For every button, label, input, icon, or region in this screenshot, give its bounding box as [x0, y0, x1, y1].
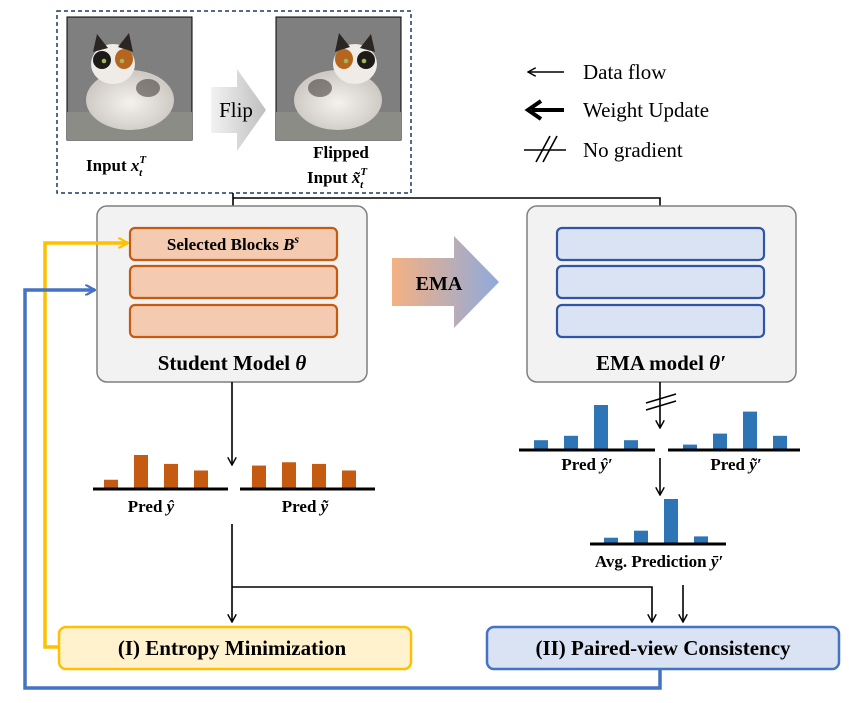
avg-prediction-bar-3	[664, 499, 678, 543]
input-group-box	[56, 10, 412, 194]
student-pred-hat-chart	[104, 455, 208, 488]
avg-prediction-bar-1	[604, 537, 618, 543]
ema-pred-hat-label: Pred ŷ′	[561, 455, 612, 474]
student-block-2	[128, 264, 339, 300]
student-pred-tilde-bar-3	[312, 463, 326, 488]
ema-pred-tilde-bar-3	[743, 411, 757, 449]
legend-no-gradient-label: No gradient	[583, 138, 683, 162]
no-gradient-mark-1	[645, 393, 677, 404]
ema-flow-arrows	[645, 382, 683, 622]
student-block-3	[128, 303, 339, 339]
student-pred-hat-bar-1	[104, 479, 118, 488]
ema-pred-tilde-bar-4	[773, 435, 787, 449]
legend-data-flow-label: Data flow	[583, 60, 667, 84]
student-pred-hat-bar-2	[134, 455, 148, 488]
no-gradient-mark-2	[645, 400, 677, 411]
student-selected-block-label: Selected Blocks Bs	[167, 232, 300, 254]
entropy-update-arrow	[43, 243, 128, 649]
avg-prediction-label: Avg. Prediction ȳ′	[595, 552, 723, 571]
student-pred-tilde-bar-4	[342, 470, 356, 488]
input-image	[66, 16, 193, 141]
legend: Data flow Weight Update No gradient	[524, 60, 709, 163]
student-pred-hat-bar-4	[194, 470, 208, 488]
ema-model-label: EMA model θ′	[596, 351, 726, 375]
student-pred-hat-bar-3	[164, 463, 178, 488]
student-pred-tilde-bar-2	[282, 462, 296, 488]
legend-no-gradient-icon	[524, 135, 566, 163]
ema-arrow	[392, 236, 499, 328]
consistency-update-arrow	[23, 290, 662, 690]
legend-weight-update-label: Weight Update	[583, 98, 709, 122]
student-selected-block	[128, 226, 339, 262]
student-pred-tilde-chart	[252, 462, 356, 488]
ema-pred-tilde-chart	[683, 411, 787, 449]
paired-view-consistency-label: (II) Paired-view Consistency	[535, 636, 791, 660]
student-pred-tilde-bar-1	[252, 465, 266, 488]
avg-prediction-bar-2	[634, 530, 648, 543]
flipped-label-line1: Flipped	[313, 143, 369, 162]
entropy-minimization-label: (I) Entropy Minimization	[118, 636, 347, 660]
ema-pred-tilde-label: Pred ỹ′	[710, 455, 761, 474]
ema-block-3	[555, 303, 766, 339]
avg-prediction-chart	[604, 499, 708, 543]
ema-block-1	[555, 226, 766, 262]
ema-pred-hat-chart	[534, 405, 638, 449]
paired-view-consistency-box	[485, 625, 841, 671]
ema-pred-hat-bar-2	[564, 435, 578, 449]
student-pred-tilde-label: Pred ỹ	[282, 497, 329, 516]
flipped-image	[275, 16, 402, 141]
ema-pred-hat-bar-1	[534, 440, 548, 449]
flip-arrow	[211, 69, 266, 151]
ema-pred-tilde-bar-1	[683, 444, 697, 449]
flip-label: Flip	[219, 98, 253, 122]
student-pred-hat-label: Pred ŷ	[128, 497, 175, 516]
ema-pred-tilde-bar-2	[713, 433, 727, 449]
avg-prediction-bar-4	[694, 536, 708, 543]
ema-block-2	[555, 264, 766, 300]
student-flow-arrows	[232, 382, 652, 622]
ema-pred-hat-bar-4	[624, 440, 638, 449]
ema-pred-hat-bar-3	[594, 405, 608, 449]
student-model-label: Student Model θ	[158, 351, 307, 375]
legend-weight-update-arrow	[524, 99, 564, 121]
ema-arrow-label: EMA	[416, 273, 463, 295]
